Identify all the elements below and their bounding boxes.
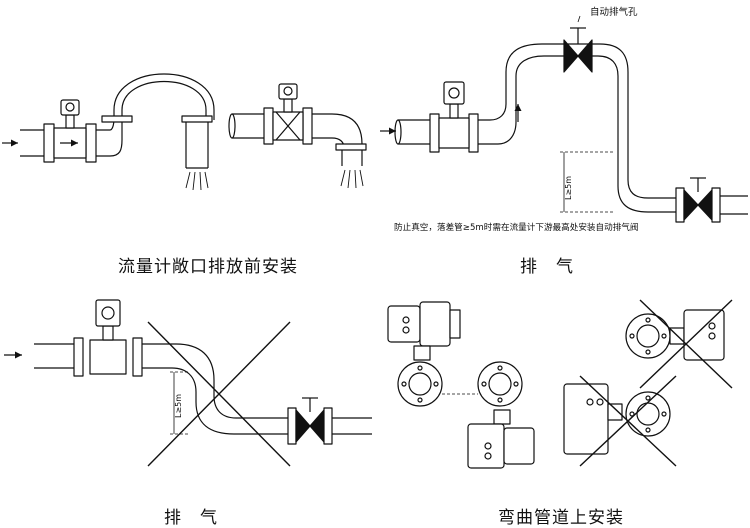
panel-exhaust-vent (380, 15, 748, 223)
label-auto-vent: 自动排气孔 (590, 7, 638, 18)
panel-open-discharge (2, 73, 367, 191)
flowmeter-icon (89, 339, 127, 375)
caption-exhaust-crossed: 排 气 (164, 508, 218, 528)
panel-exhaust-crossed (4, 299, 372, 467)
label-drop-height: L≥5m (174, 393, 183, 418)
caption-bend-pipe: 弯曲管道上安装 (498, 508, 624, 528)
flowmeter-icon (438, 117, 470, 149)
caption-open-discharge: 流量计敞口排放前安装 (118, 257, 298, 277)
label-drop-height: L≥5m (564, 175, 573, 200)
valve-icon (295, 409, 325, 443)
panel-bend (387, 299, 733, 469)
vent-valve-icon (563, 39, 593, 73)
label-vacuum-note: 防止真空，落差管≥5m时需在流量计下游最高处安装自动排气阀 (394, 223, 639, 233)
caption-exhaust: 排 气 (520, 257, 574, 277)
valve-icon (683, 189, 713, 221)
